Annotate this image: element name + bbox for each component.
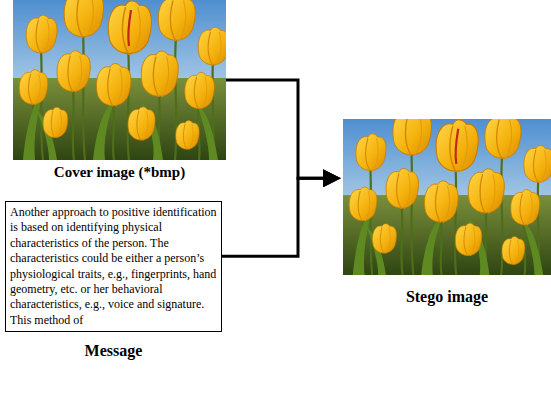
tulip-photo (343, 119, 551, 275)
image-node: Stego image (343, 119, 551, 306)
caption: Message (5, 342, 222, 360)
tulip-photo (13, 0, 226, 160)
text-frame: Another approach to positive identificat… (5, 201, 222, 332)
message-box: Another approach to positive identificat… (5, 201, 222, 360)
caption: Cover image (*bmp) (13, 164, 226, 181)
caption: Stego image (343, 288, 551, 306)
image-frame (343, 119, 551, 275)
connector-arrow (226, 80, 331, 178)
image-node: Cover image (*bmp) (13, 0, 226, 181)
message-text: Another approach to positive identificat… (10, 205, 217, 328)
image-frame (13, 0, 226, 160)
connector-arrow (222, 178, 331, 256)
